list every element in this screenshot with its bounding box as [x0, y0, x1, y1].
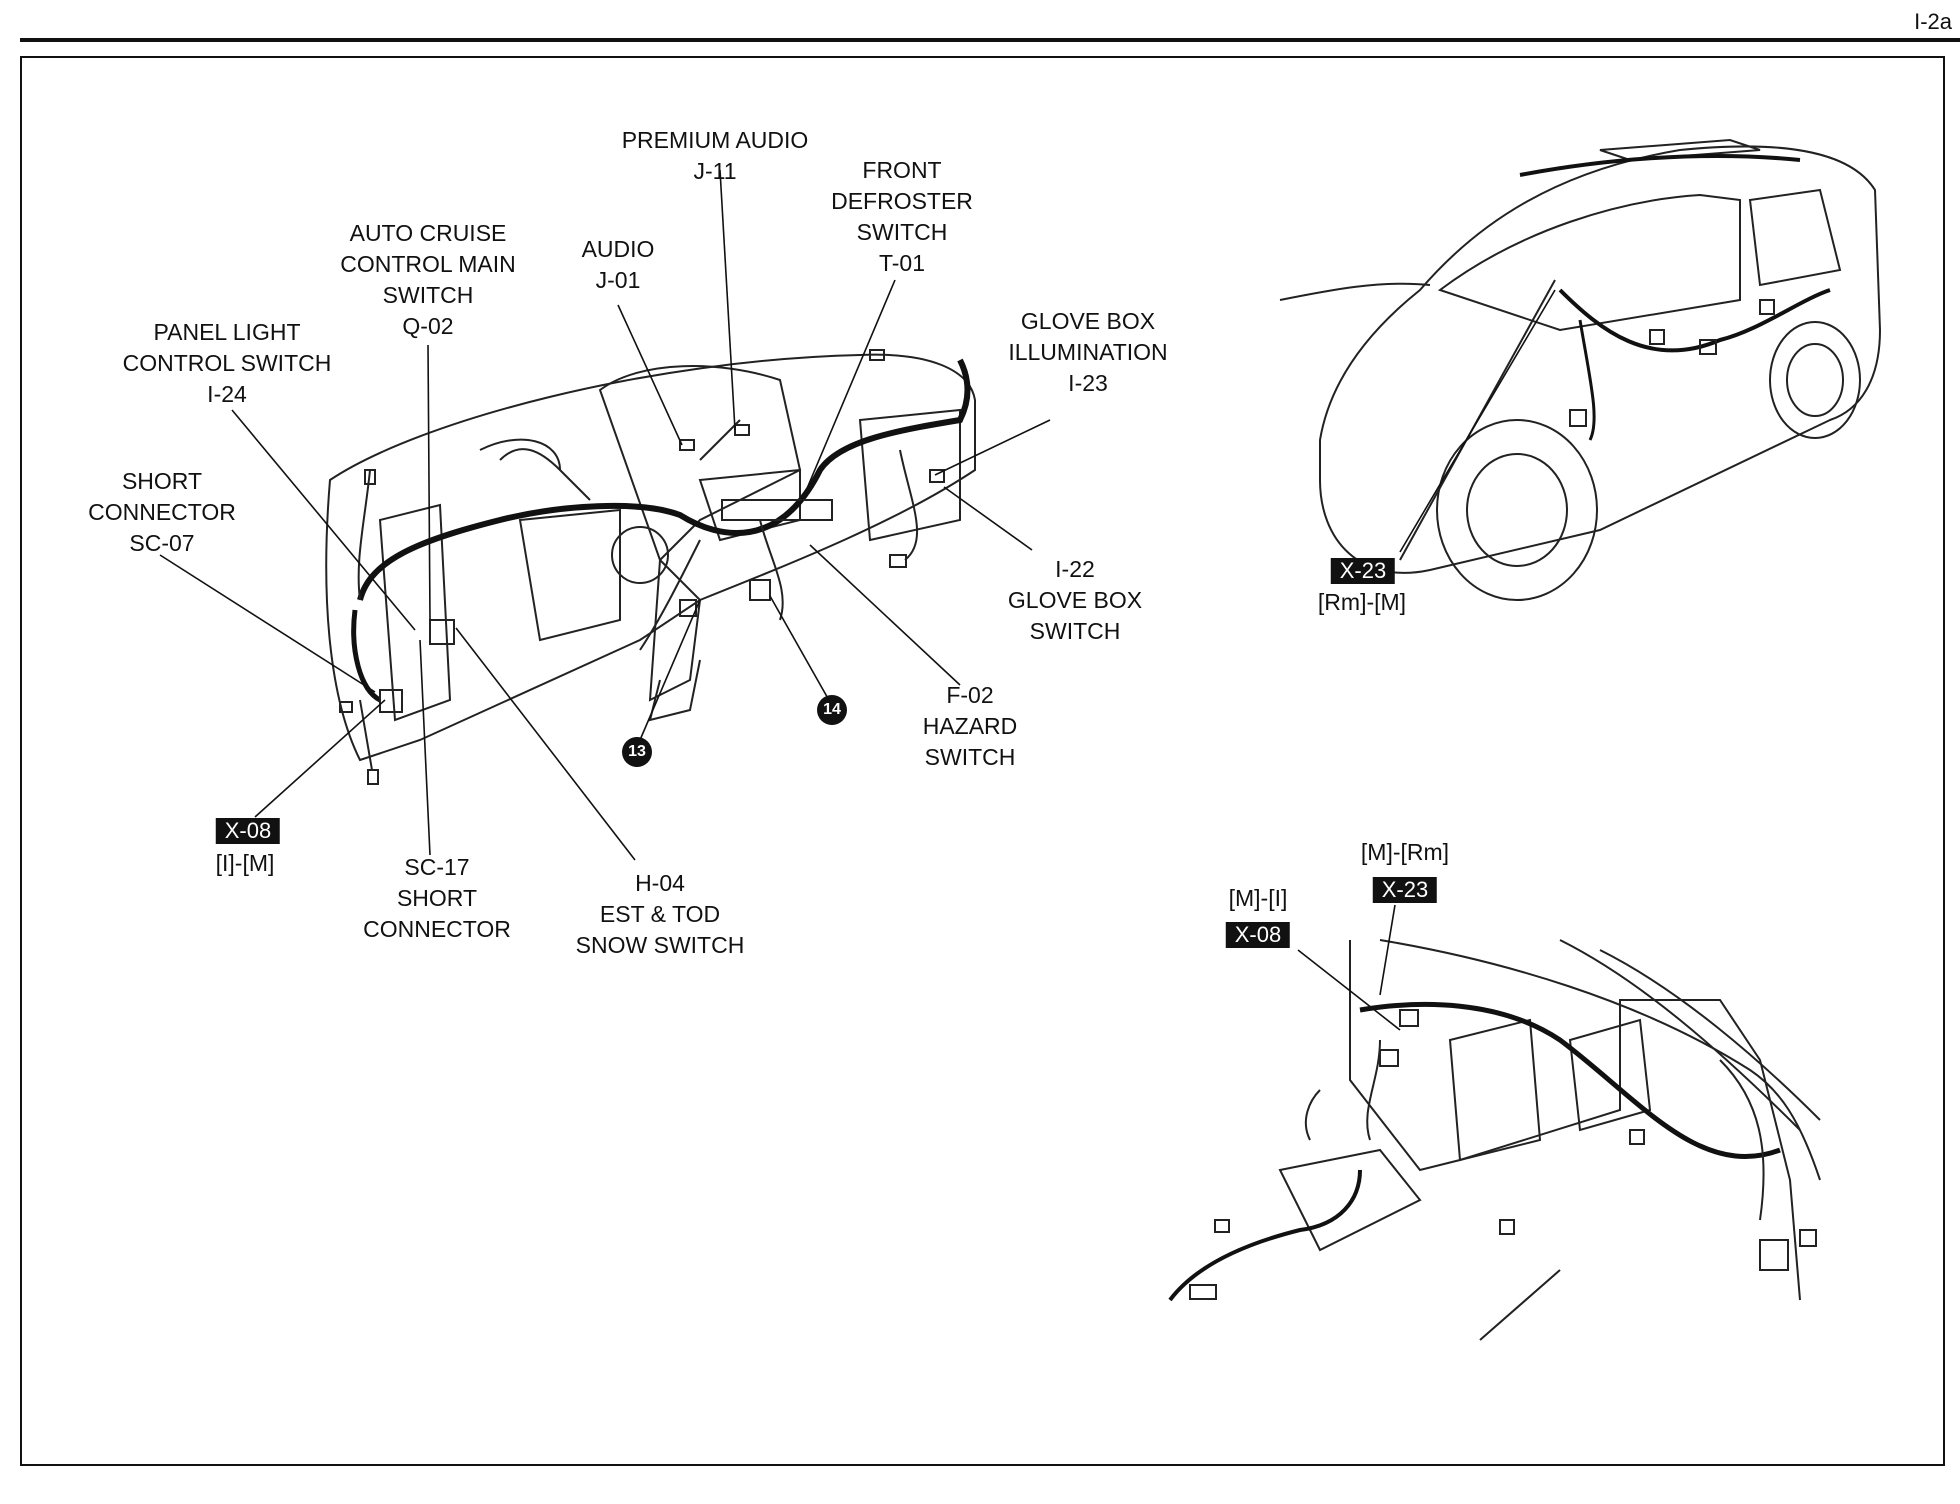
leader-lines — [159, 169, 1556, 1031]
car-x23-tag: X-23 — [1330, 558, 1396, 584]
audio-label: AUDIO J-01 — [581, 236, 655, 293]
console-x23-sub: [M]-[Rm] — [1360, 839, 1450, 865]
diagram-frame — [20, 56, 1945, 1466]
est-tod-label: H-04 EST & TOD SNOW SWITCH — [575, 870, 745, 958]
panel-light-label: PANEL LIGHT CONTROL SWITCH I-24 — [122, 319, 332, 407]
dash-x08-tag: X-08 — [215, 818, 281, 844]
console-x23-tag: X-23 — [1372, 877, 1438, 903]
header-rule — [20, 38, 1960, 42]
hazard-switch-label: F-02 HAZARD SWITCH — [922, 682, 1018, 770]
dashboard-drawing — [325, 353, 976, 762]
auto-cruise-label: AUTO CRUISE CONTROL MAIN SWITCH Q-02 — [340, 220, 516, 339]
short-connector-sc07-label: SHORT CONNECTOR SC-07 — [88, 468, 236, 556]
vehicle-drawing — [1279, 138, 1882, 601]
glove-box-switch-label: I-22 GLOVE BOX SWITCH — [1007, 556, 1143, 644]
dash-x08-sub: [I]-[M] — [215, 850, 275, 876]
premium-audio-label: PREMIUM AUDIO J-11 — [621, 127, 809, 184]
glove-box-illumination-label: GLOVE BOX ILLUMINATION I-23 — [1008, 308, 1168, 396]
front-defroster-label: FRONT DEFROSTER SWITCH T-01 — [831, 157, 973, 276]
marker-13: 13 — [622, 737, 652, 767]
car-x23-sub: [Rm]-[M] — [1317, 589, 1407, 615]
console-x08-tag: X-08 — [1225, 922, 1291, 948]
marker-14: 14 — [817, 695, 847, 725]
page-number: I-2a — [1914, 9, 1952, 34]
console-drawing — [1168, 939, 1821, 1341]
console-x08-sub: [M]-[I] — [1228, 885, 1288, 911]
sc17-label: SC-17 SHORT CONNECTOR — [363, 854, 511, 942]
